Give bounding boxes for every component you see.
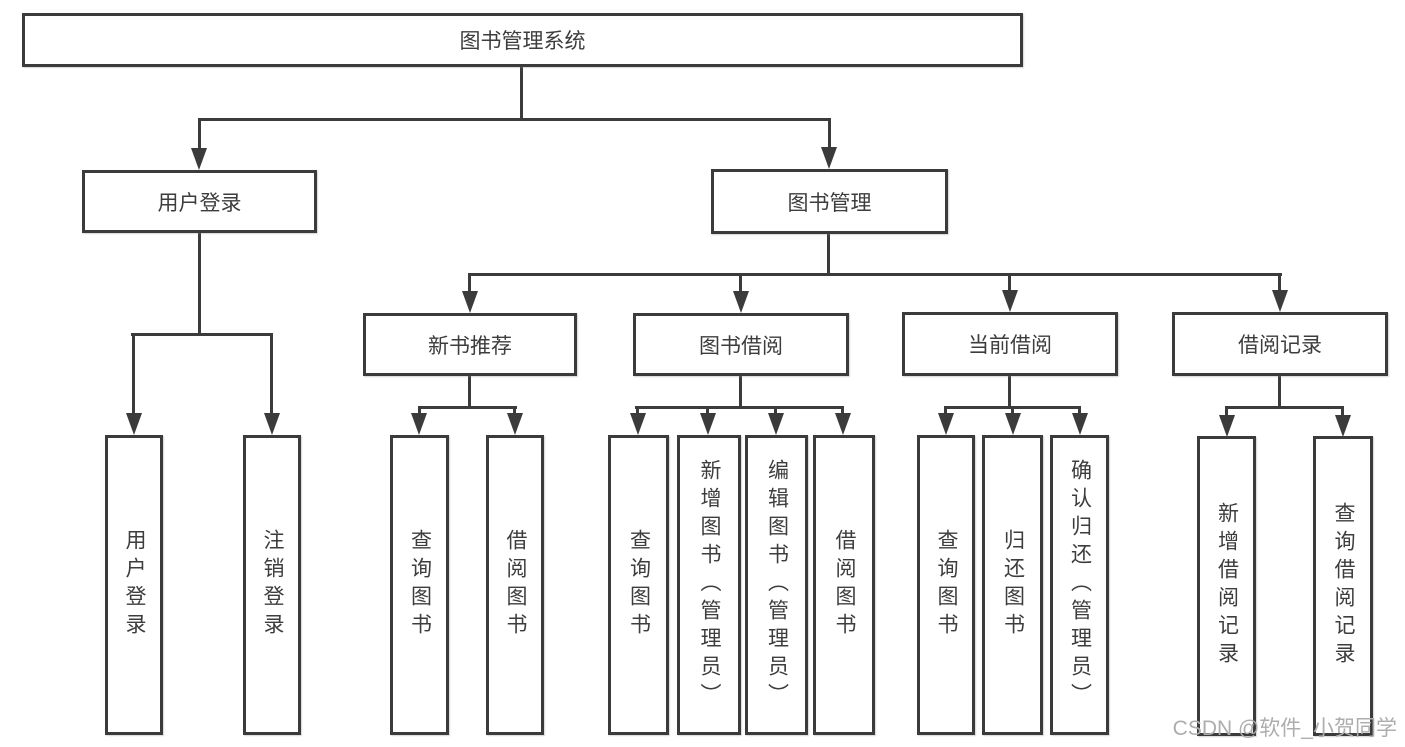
connector-line xyxy=(270,333,273,415)
connector-line xyxy=(198,118,831,121)
connector-line xyxy=(739,273,742,295)
leaf-borrow-book-2-label: 借阅图书 xyxy=(833,529,856,641)
connector-line xyxy=(1011,406,1014,416)
connector-line xyxy=(132,333,135,415)
connector-line xyxy=(418,406,517,409)
connector-line xyxy=(828,118,831,149)
leaf-borrow-book-1: 借阅图书 xyxy=(486,435,544,735)
node-user-login-label: 用户登录 xyxy=(157,191,242,215)
leaf-logout-label: 注销登录 xyxy=(261,529,284,641)
leaf-query-book-3-label: 查询图书 xyxy=(935,529,958,641)
connector-arrowhead xyxy=(462,291,478,313)
connector-line xyxy=(841,406,844,416)
node-user-login: 用户登录 xyxy=(82,170,317,233)
connector-line xyxy=(513,406,516,416)
connector-line xyxy=(1008,273,1011,294)
connector-arrowhead xyxy=(1272,290,1288,312)
node-current-borrow: 当前借阅 xyxy=(902,312,1118,376)
leaf-add-borrow-record: 新增借阅记录 xyxy=(1197,436,1256,736)
leaf-confirm-return-admin-label: 确认归还（管理员） xyxy=(1068,459,1092,711)
leaf-query-book-2: 查询图书 xyxy=(608,435,669,735)
connector-line xyxy=(1078,406,1081,416)
connector-arrowhead xyxy=(411,413,427,435)
connector-line xyxy=(827,233,830,273)
connector-arrowhead xyxy=(264,413,280,435)
connector-arrowhead xyxy=(126,413,142,435)
leaf-confirm-return-admin: 确认归还（管理员） xyxy=(1050,435,1109,735)
leaf-query-book-1: 查询图书 xyxy=(390,435,449,735)
leaf-return-book: 归还图书 xyxy=(982,435,1043,735)
leaf-return-book-label: 归还图书 xyxy=(1001,529,1025,641)
node-new-book-recommend: 新书推荐 xyxy=(363,313,577,376)
connector-arrowhead xyxy=(821,147,837,169)
leaf-user-login-label: 用户登录 xyxy=(123,529,146,641)
connector-line xyxy=(706,406,709,416)
connector-line xyxy=(468,273,1282,276)
leaf-query-borrow-record-label: 查询借阅记录 xyxy=(1332,502,1355,670)
connector-line xyxy=(739,374,742,408)
node-new-book-recommend-label: 新书推荐 xyxy=(428,334,512,358)
node-book-borrow-label: 图书借阅 xyxy=(699,334,783,358)
connector-line xyxy=(774,406,777,416)
connector-line xyxy=(1225,406,1344,409)
connector-line xyxy=(198,231,201,333)
connector-line xyxy=(1278,374,1281,408)
connector-line xyxy=(1341,406,1344,417)
connector-arrowhead xyxy=(700,413,716,435)
connector-arrowhead xyxy=(1335,415,1351,437)
leaf-add-book-admin-label: 新增图书（管理员） xyxy=(698,459,721,711)
connector-arrowhead xyxy=(630,413,646,435)
connector-line xyxy=(1278,273,1281,294)
leaf-user-login: 用户登录 xyxy=(105,435,163,735)
connector-line xyxy=(944,406,947,416)
leaf-add-borrow-record-label: 新增借阅记录 xyxy=(1215,502,1239,670)
leaf-edit-book-admin-label: 编辑图书（管理员） xyxy=(765,459,789,711)
watermark: CSDN @软件_小贺同学 xyxy=(1172,717,1397,740)
leaf-edit-book-admin: 编辑图书（管理员） xyxy=(745,435,808,735)
node-book-management-label: 图书管理 xyxy=(787,191,872,215)
connector-line xyxy=(198,118,201,150)
connector-line xyxy=(131,333,273,336)
connector-line xyxy=(1225,406,1228,417)
leaf-query-borrow-record: 查询借阅记录 xyxy=(1313,436,1373,736)
connector-line xyxy=(418,406,421,416)
node-book-borrow: 图书借阅 xyxy=(633,313,849,376)
node-book-management: 图书管理 xyxy=(711,169,948,234)
connector-line xyxy=(468,273,471,295)
leaf-query-book-2-label: 查询图书 xyxy=(627,529,651,641)
node-root: 图书管理系统 xyxy=(22,13,1023,67)
node-borrow-records: 借阅记录 xyxy=(1172,312,1388,376)
connector-line xyxy=(635,406,844,409)
leaf-logout: 注销登录 xyxy=(243,435,301,735)
leaf-query-book-1-label: 查询图书 xyxy=(408,529,432,641)
leaf-query-book-3: 查询图书 xyxy=(917,435,975,735)
connector-line xyxy=(1008,374,1011,408)
leaf-add-book-admin: 新增图书（管理员） xyxy=(677,435,741,735)
node-borrow-records-label: 借阅记录 xyxy=(1238,334,1322,357)
connector-line xyxy=(520,66,523,118)
connector-arrowhead xyxy=(1005,413,1021,435)
connector-arrowhead xyxy=(1072,413,1088,435)
connector-arrowhead xyxy=(938,413,954,435)
connector-arrowhead xyxy=(768,413,784,435)
connector-arrowhead xyxy=(507,413,523,435)
leaf-borrow-book-1-label: 借阅图书 xyxy=(504,529,527,641)
connector-line xyxy=(636,406,639,416)
node-current-borrow-label: 当前借阅 xyxy=(968,334,1052,357)
connector-arrowhead xyxy=(191,148,207,170)
connector-arrowhead xyxy=(1002,290,1018,312)
connector-arrowhead xyxy=(835,413,851,435)
node-root-label: 图书管理系统 xyxy=(459,30,586,53)
connector-line xyxy=(468,374,471,408)
connector-arrowhead xyxy=(733,291,749,313)
connector-arrowhead xyxy=(1219,415,1235,437)
leaf-borrow-book-2: 借阅图书 xyxy=(813,435,875,735)
